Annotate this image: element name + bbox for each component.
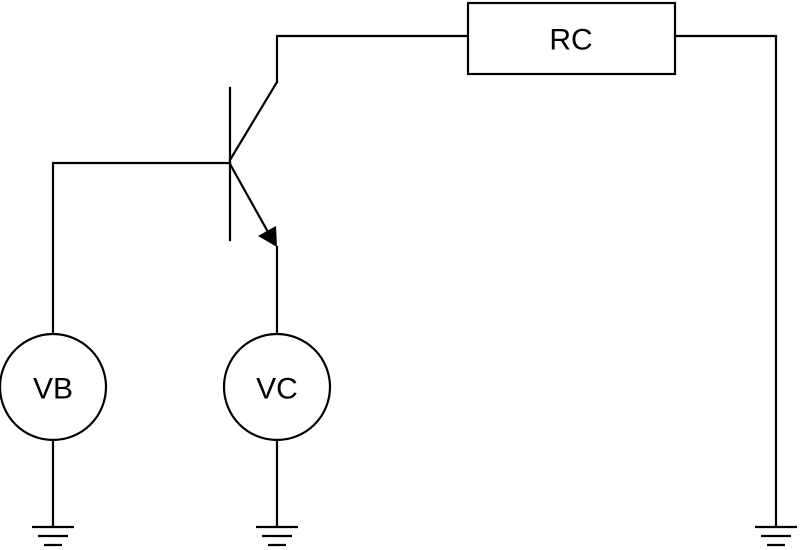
resistor-rc: RC <box>466 1 677 76</box>
ground-icon <box>256 525 298 547</box>
npn-transistor <box>228 80 279 247</box>
vc-label: VC <box>256 373 298 406</box>
resistor-label: RC <box>549 24 592 57</box>
vb-label: VB <box>33 373 73 406</box>
wire-base-to-vb <box>51 161 232 336</box>
resistor-body <box>466 1 677 76</box>
transistor-collector-lead <box>228 80 279 162</box>
voltage-source-vc: VC <box>222 332 332 442</box>
emitter-arrow-icon <box>258 226 277 247</box>
ground-icon <box>32 525 74 547</box>
transistor-emitter-lead <box>228 162 270 234</box>
wire-resistor-to-ground <box>673 34 778 527</box>
wire-collector-to-resistor <box>275 34 470 84</box>
ground-icon <box>755 525 797 547</box>
voltage-source-vb: VB <box>0 332 108 442</box>
